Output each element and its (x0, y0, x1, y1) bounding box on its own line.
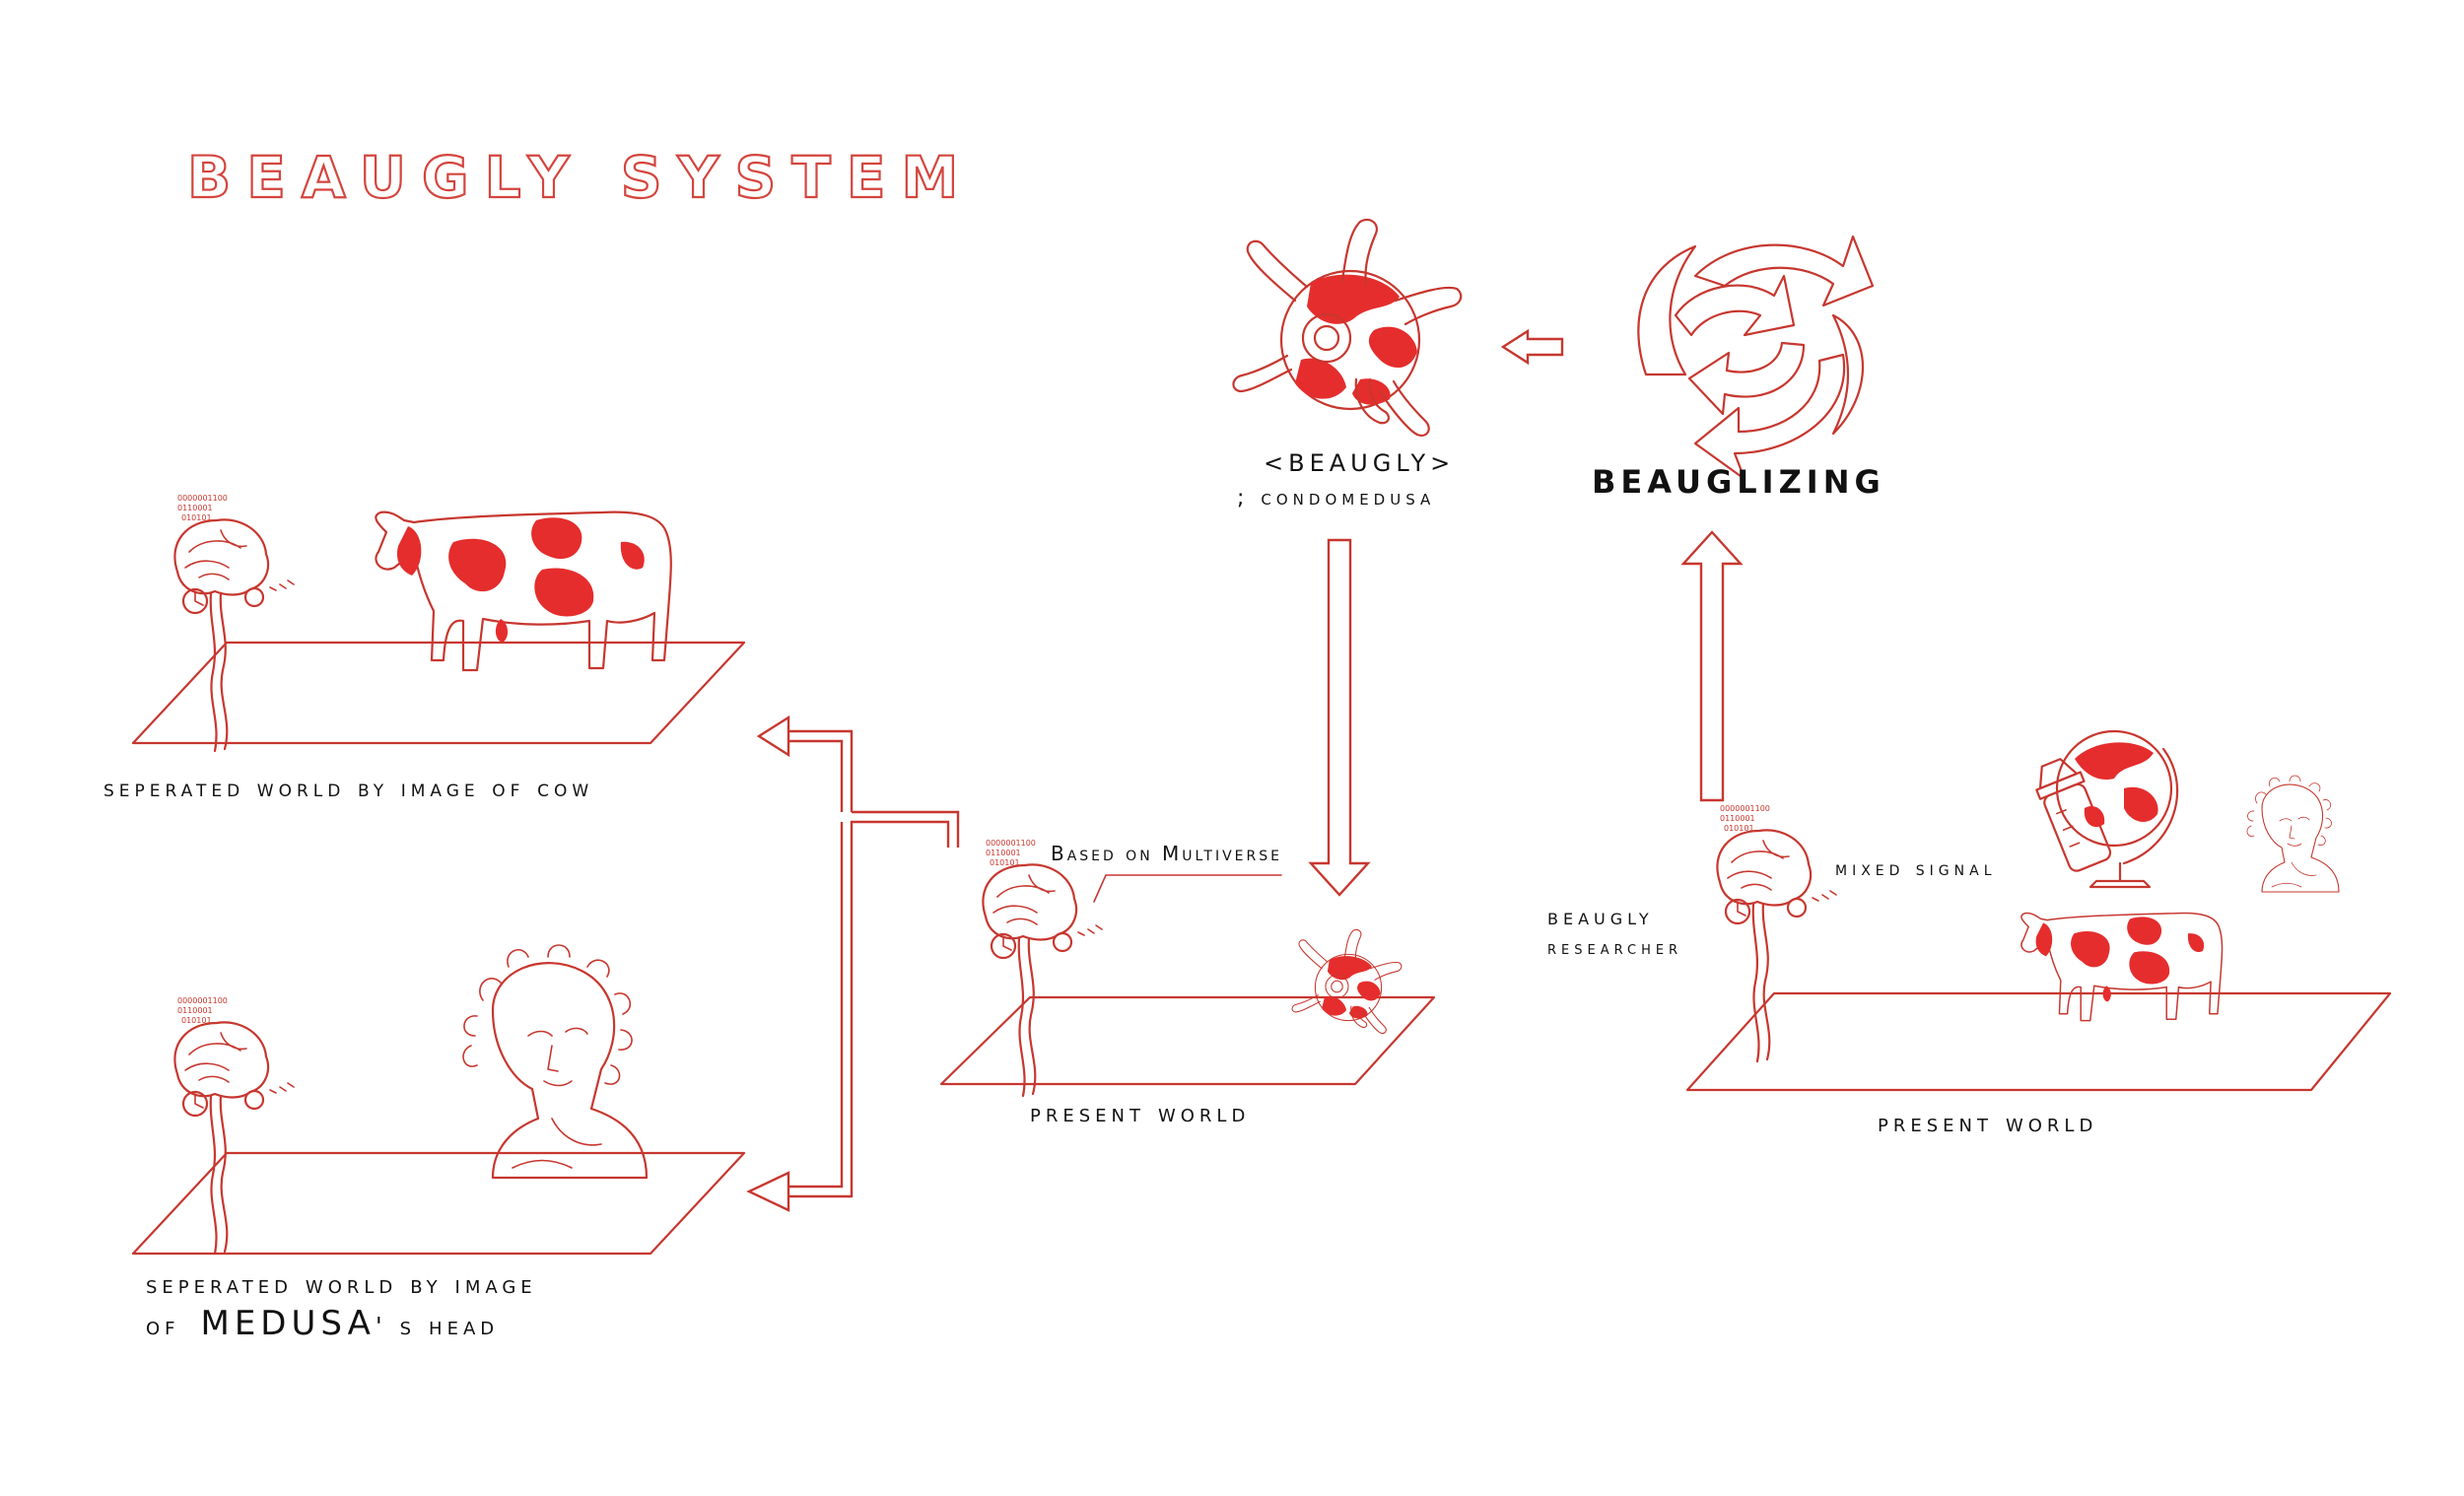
mixed-signal-label: mixed signal (1835, 856, 1997, 880)
based-on-multiverse-label: Based on Multiverse (1051, 842, 1282, 865)
medusa-world-floor (131, 1151, 746, 1256)
beauglizing-label: BEAUGLIZING (1592, 463, 1885, 501)
present-world-center-label: present world (1030, 1099, 1250, 1127)
brain-spine-icon (982, 837, 1104, 1098)
mixed-signal-objects (2020, 729, 2340, 1022)
medusa-head-icon (2246, 775, 2340, 893)
page-title: BEAUGLY SYSTEM (187, 144, 974, 211)
medusa-world-label-line1: seperated world by image (146, 1270, 537, 1299)
medusa-world-panel: seperated world by image of MEDUSA' s he… (131, 943, 746, 1343)
beauglizing-cycle: BEAUGLIZING (1592, 235, 1885, 501)
present-world-center-floor (939, 995, 1436, 1086)
medusa-head-icon (461, 943, 649, 1180)
cow-icon (2020, 912, 2224, 1022)
present-world-right-panel: mixed signal beaugly researcher present … (1547, 729, 2392, 1137)
brain-spine-icon (1716, 802, 1838, 1063)
arrow-up-to-beauglizing (1680, 530, 1744, 802)
arrow-to-medusa-world (746, 1171, 790, 1212)
arrow-down-to-present (1308, 538, 1371, 897)
present-world-right-floor (1685, 991, 2392, 1092)
beaugly-condomedusa: <BEAUGLY> ; condomedusa (1232, 218, 1463, 510)
medusa-world-label-line2: of MEDUSA' s head (146, 1304, 499, 1343)
condomedusa-globe-icon (1291, 928, 1403, 1035)
present-world-right-label: present world (1878, 1109, 2097, 1137)
cow-world-panel: seperated world by image of cow (103, 492, 746, 802)
researcher-label-line1: beaugly (1547, 905, 1654, 930)
cow-icon (375, 510, 672, 672)
globe-icon (2055, 729, 2179, 889)
beaugly-tag-label: <BEAUGLY> (1264, 449, 1455, 477)
cow-world-floor (131, 641, 746, 745)
condomedusa-globe-icon (1232, 218, 1463, 438)
condomedusa-label: ; condomedusa (1237, 486, 1435, 510)
present-world-center-panel: Based on Multiverse present world (939, 837, 1436, 1127)
recycle-arrows-icon (1637, 235, 1875, 481)
brain-spine-icon (173, 994, 296, 1256)
researcher-label-line2: researcher (1547, 937, 1682, 959)
cow-world-label: seperated world by image of cow (103, 775, 593, 802)
brain-spine-icon (173, 492, 296, 753)
arrow-to-cow-world (756, 714, 790, 758)
split-connector (746, 714, 960, 1212)
arrow-left-to-condomedusa (1500, 328, 1564, 366)
